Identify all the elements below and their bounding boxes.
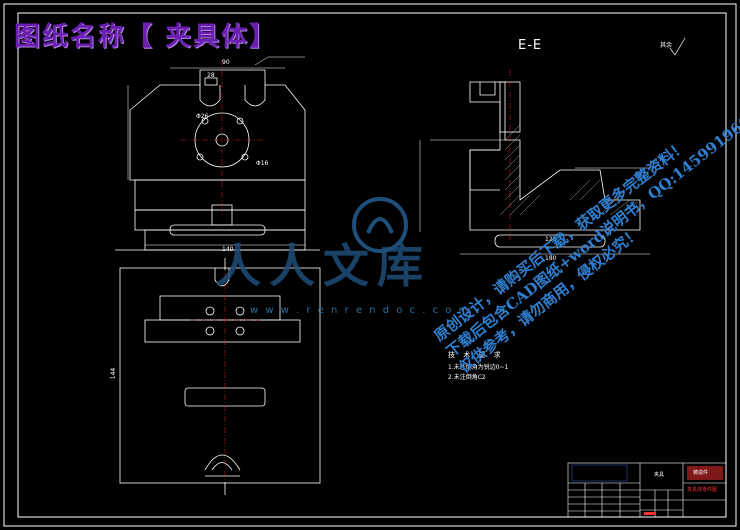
dim-dia2: Φ16: [256, 160, 269, 167]
dim-bottom-width: 140: [222, 246, 234, 253]
titleblock-part-name: 夹具: [654, 472, 665, 478]
dim-top-width: 90: [222, 59, 230, 66]
title-block-marks: [571, 464, 723, 515]
roughness-symbol: [669, 37, 686, 56]
top-view-centerlines: [190, 262, 260, 490]
drawing-title: 图纸名称【 夹具体】: [14, 22, 278, 52]
top-view: [119, 267, 321, 484]
dim-dia1: Φ26: [196, 113, 209, 120]
outer-border: [3, 3, 737, 527]
dim-slot: 28: [207, 72, 215, 79]
dim-section-total: 180: [545, 255, 557, 262]
titleblock-red-note: 铸造件: [693, 470, 709, 476]
section-view: [419, 81, 650, 255]
tech-item: 1.未注倒角为锐边0~1: [448, 364, 509, 371]
dim-section-width: 120: [545, 236, 557, 243]
tech-heading: 技 术 要 求: [448, 351, 504, 359]
front-view-centerlines: [180, 60, 265, 215]
dim-plan-height: 144: [110, 367, 118, 380]
tech-item: 2.未注倒角C2: [448, 374, 486, 381]
front-view: [115, 56, 320, 251]
roughness-note: 其余: [660, 42, 673, 49]
titleblock-part-name-right: 夹具体零件图: [687, 487, 718, 493]
watermark-site: w w w . r e n r e n d o c . c o m: [250, 305, 471, 316]
inner-border: [17, 12, 727, 518]
section-label: E-E: [518, 38, 543, 53]
technical-requirements: 技 术 要 求 1.未注倒角为锐边0~1 2.未注倒角C2: [448, 350, 508, 383]
title-block: [567, 462, 727, 518]
watermark-logo-icon: [352, 197, 408, 253]
